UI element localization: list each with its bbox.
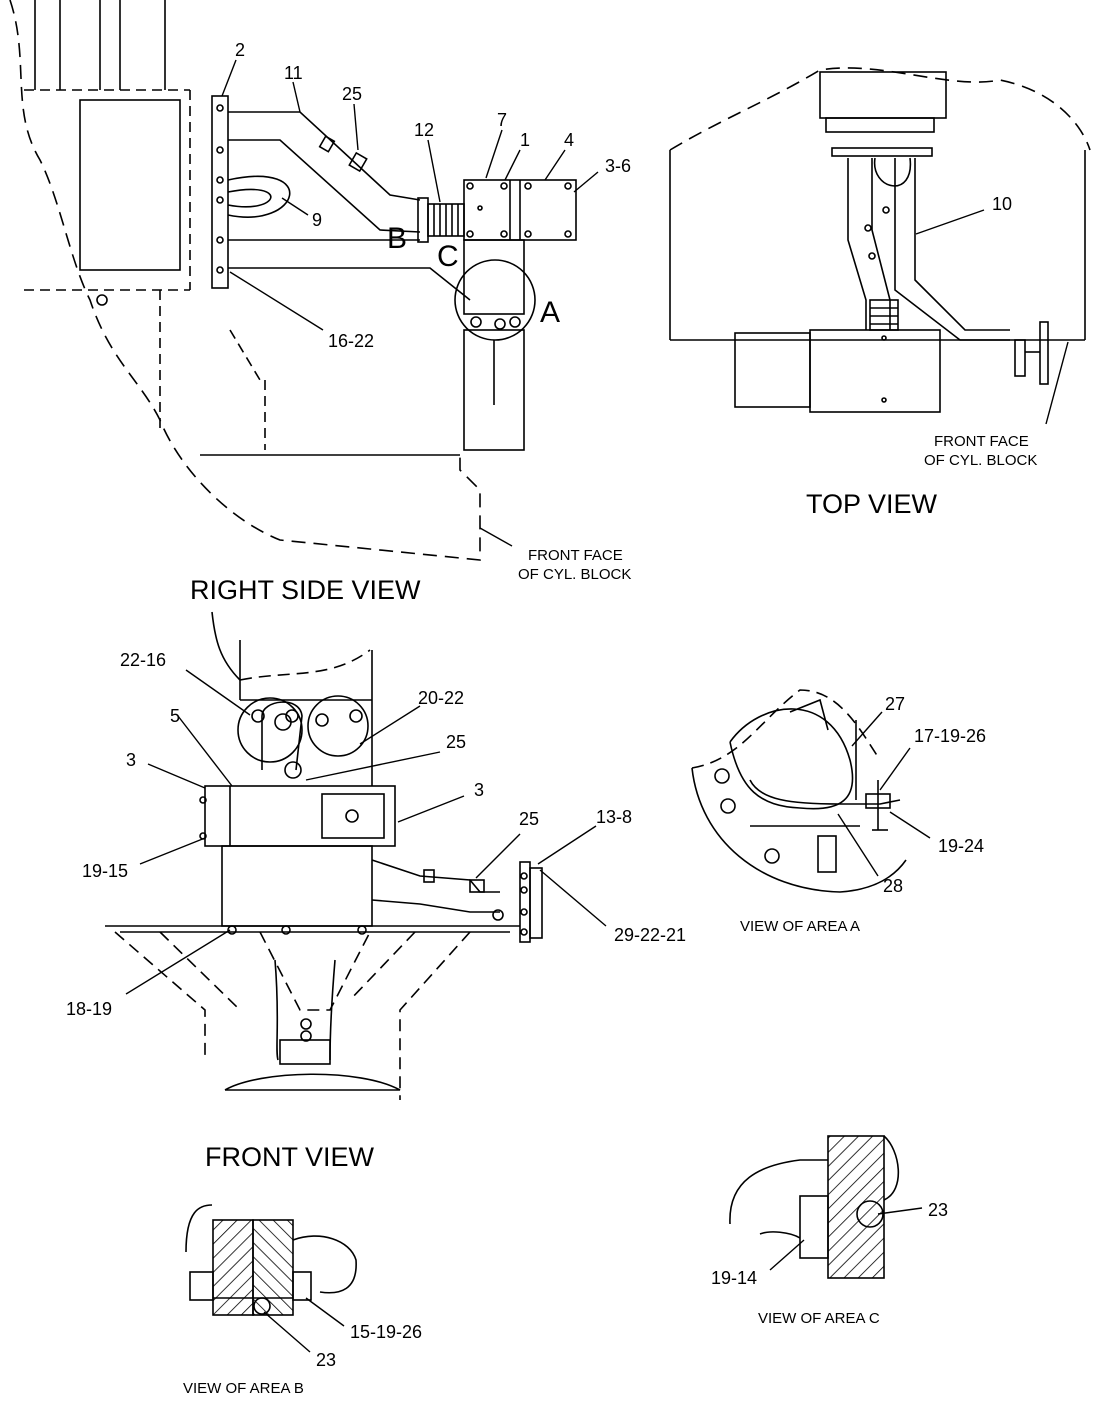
- callout-11: 11: [284, 63, 303, 83]
- right-side-view-labels: 2 11 25 12 7 1 4 3-6 9 B C A 16-22 FRONT…: [190, 40, 631, 605]
- view-area-c-labels: 23 19-14 VIEW OF AREA C: [711, 1200, 948, 1327]
- callout-17-19-26: 17-19-26: [914, 726, 986, 746]
- callout-12: 12: [414, 120, 434, 140]
- callout-22-16: 22-16: [120, 650, 166, 670]
- top-view-note-line2: OF CYL. BLOCK: [924, 452, 1037, 469]
- top-view-drawing: [669, 67, 1091, 413]
- callout-5: 5: [170, 706, 180, 726]
- front-view-labels: 22-16 5 3 20-22 25 3 19-15 25 13-8 29-22…: [66, 650, 686, 1172]
- callout-7: 7: [497, 110, 507, 130]
- callout-19-24: 19-24: [938, 836, 984, 856]
- callout-25-top: 25: [446, 732, 466, 752]
- view-area-a-title: VIEW OF AREA A: [740, 918, 860, 935]
- callout-19-15: 19-15: [82, 861, 128, 881]
- area-label-c: C: [437, 240, 459, 273]
- callout-29-22-21: 29-22-21: [614, 925, 686, 945]
- callout-4: 4: [564, 130, 574, 150]
- area-label-b: B: [387, 222, 407, 255]
- view-area-a-labels: 27 17-19-26 19-24 28 VIEW OF AREA A: [740, 694, 986, 935]
- callout-2: 2: [235, 40, 245, 60]
- right-side-view-leaders: [221, 59, 599, 331]
- callout-28: 28: [883, 876, 903, 896]
- callout-13-8: 13-8: [596, 807, 632, 827]
- top-view-title: TOP VIEW: [806, 489, 938, 519]
- front-view-title: FRONT VIEW: [205, 1142, 375, 1172]
- top-view-labels: 10 FRONT FACE OF CYL. BLOCK TOP VIEW: [806, 194, 1069, 519]
- view-area-c-drawing: [729, 1135, 900, 1279]
- callout-3-6: 3-6: [605, 156, 631, 176]
- callout-25-right: 25: [519, 809, 539, 829]
- callout-25: 25: [342, 84, 362, 104]
- callout-1: 1: [520, 130, 530, 150]
- right-side-view-title: RIGHT SIDE VIEW: [190, 575, 421, 605]
- top-view-note-line1: FRONT FACE: [934, 433, 1029, 450]
- callout-19-14: 19-14: [711, 1268, 757, 1288]
- view-area-b-title: VIEW OF AREA B: [183, 1380, 304, 1397]
- right-side-note-line1: FRONT FACE: [528, 547, 623, 564]
- callout-3-right: 3: [474, 780, 484, 800]
- view-area-b-drawing: [185, 1204, 357, 1316]
- view-area-a-drawing: [691, 689, 907, 893]
- callout-20-22: 20-22: [418, 688, 464, 708]
- area-label-a: A: [540, 296, 560, 329]
- callout-23-c: 23: [928, 1200, 948, 1220]
- callout-16-22: 16-22: [328, 331, 374, 351]
- callout-10: 10: [992, 194, 1012, 214]
- callout-23-b: 23: [316, 1350, 336, 1370]
- callout-9: 9: [312, 210, 322, 230]
- view-area-b-labels: 15-19-26 23 VIEW OF AREA B: [183, 1297, 422, 1397]
- callout-15-19-26: 15-19-26: [350, 1322, 422, 1342]
- right-side-note-line2: OF CYL. BLOCK: [518, 566, 631, 583]
- front-view-drawing: [105, 611, 543, 1100]
- view-area-c-title: VIEW OF AREA C: [758, 1310, 880, 1327]
- callout-27: 27: [885, 694, 905, 714]
- right-side-view-drawing: [9, 0, 577, 561]
- callout-18-19: 18-19: [66, 999, 112, 1019]
- front-view-leaders: [125, 669, 607, 995]
- callout-3-left: 3: [126, 750, 136, 770]
